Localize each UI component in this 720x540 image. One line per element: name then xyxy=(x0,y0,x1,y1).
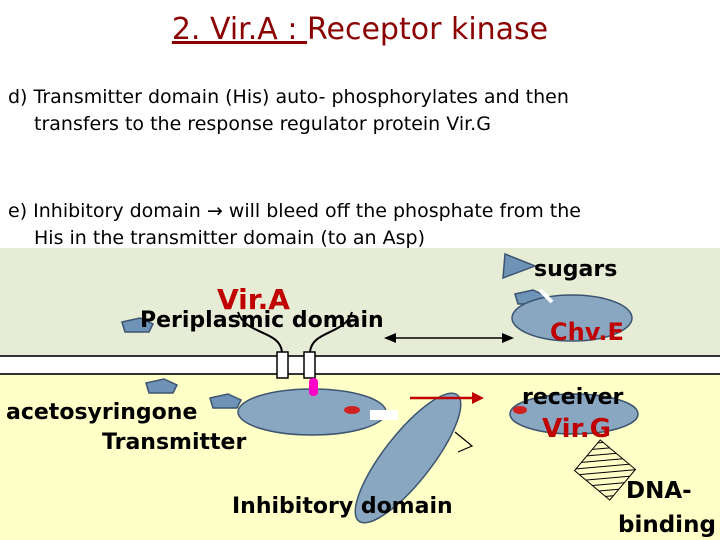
inhibitory-notch xyxy=(454,431,474,453)
his-site xyxy=(344,406,360,414)
point-d: d) Transmitter domain (His) auto- phosph… xyxy=(8,84,713,138)
label-inhibitory-domain: Inhibitory domain xyxy=(232,494,453,519)
point-e-line2: His in the transmitter domain (to an Asp… xyxy=(34,227,425,249)
virg-asp-site xyxy=(513,406,527,414)
title-main: Receptor kinase xyxy=(307,12,549,47)
dna-binding-domain xyxy=(573,439,637,501)
slide-title: 2. Vir.A : Receptor kinase xyxy=(0,10,720,50)
virg-receiver xyxy=(509,393,639,435)
label-transmitter: Transmitter xyxy=(102,430,247,455)
label-sugars: sugars xyxy=(534,257,618,282)
label-acetosyringone: acetosyringone xyxy=(6,400,198,425)
periplasm-double-arrow xyxy=(384,333,514,343)
label-vira: Vir.A xyxy=(217,283,290,316)
membrane-band xyxy=(0,355,720,375)
point-d-line1: d) Transmitter domain (His) auto- phosph… xyxy=(8,86,569,108)
label-chve: Chv.E xyxy=(550,318,624,346)
linker-bar xyxy=(370,410,398,420)
phosphate-tab xyxy=(309,378,318,396)
inhibitory-domain-shape xyxy=(354,392,462,524)
membrane xyxy=(0,355,720,375)
acetosyringone-molecule-3 xyxy=(209,393,243,409)
acetosyringone-molecule-2 xyxy=(145,378,179,394)
point-e: e) Inhibitory domain → will bleed off th… xyxy=(8,198,713,252)
chve-protein xyxy=(511,294,633,342)
transmitter-domain xyxy=(237,388,387,436)
label-dna-line2: binding xyxy=(618,512,716,538)
acetosyringone-molecule-1 xyxy=(121,317,155,333)
point-d-line2: transfers to the response regulator prot… xyxy=(34,113,491,135)
vira-transmembrane xyxy=(237,311,353,379)
label-receiver: receiver xyxy=(522,385,624,410)
chve-pocket xyxy=(538,288,554,304)
label-dna-line1: DNA- xyxy=(626,478,692,504)
title-prefix: 2. Vir.A : xyxy=(171,12,308,47)
label-periplasmic-domain: Periplasmic domain xyxy=(140,308,384,333)
point-e-line1: e) Inhibitory domain → will bleed off th… xyxy=(8,200,581,222)
label-virg: Vir.G xyxy=(542,414,611,444)
sugar-triangle xyxy=(502,252,538,280)
phosphotransfer-arrow xyxy=(410,392,484,404)
